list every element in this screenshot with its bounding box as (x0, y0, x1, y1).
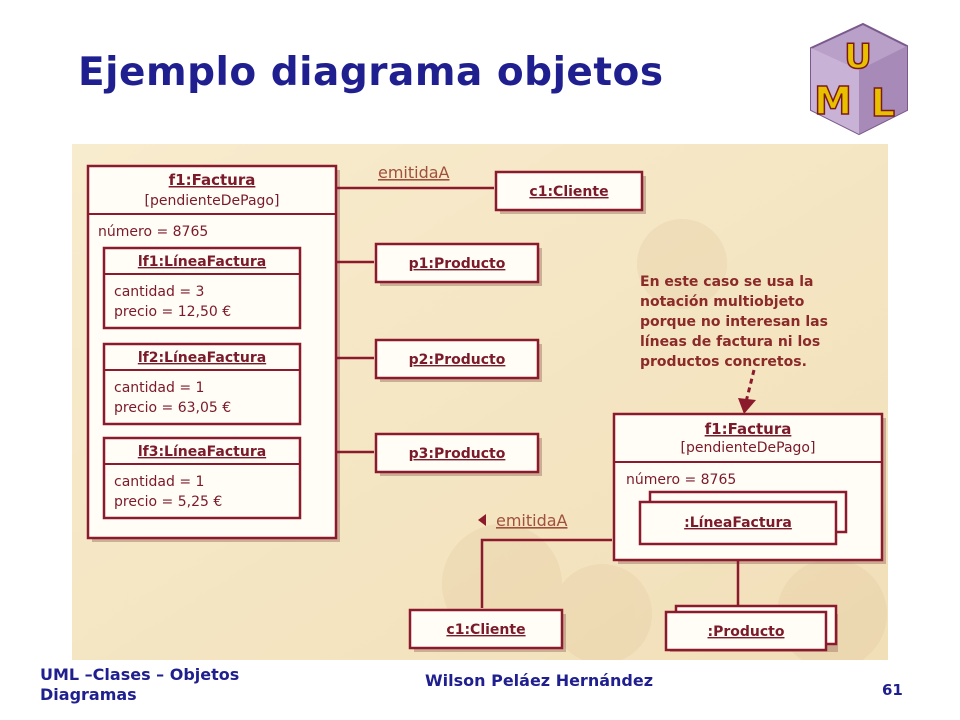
multiobjeto-lineafactura-name: :LíneaFactura (684, 515, 792, 531)
lineafactura-1-name: lf1:LíneaFactura (138, 254, 266, 270)
cliente-object: c1:Cliente (494, 170, 644, 212)
lineafactura-3-name: lf3:LíneaFactura (138, 444, 266, 460)
uml-logo: U M L (810, 22, 908, 136)
multiobjeto-lineafactura: :LíneaFactura (638, 490, 848, 546)
note-line-1: En este caso se usa la (640, 274, 813, 290)
logo-letter-m: M (814, 79, 852, 123)
explanation-note: En este caso se usa la notación multiobj… (640, 274, 828, 370)
link-multi-factura-cliente (480, 538, 612, 608)
lineafactura-3-precio: precio = 5,25 € (114, 494, 222, 510)
producto-3-name: p3:Producto (409, 446, 506, 462)
multiobjeto-producto: :Producto (664, 604, 838, 652)
factura-name: f1:Factura (169, 171, 256, 189)
lineafactura-2-precio: precio = 63,05 € (114, 400, 231, 416)
page-number: 61 (882, 681, 903, 699)
factura-numero: número = 8765 (98, 224, 208, 240)
producto-1-name: p1:Producto (409, 256, 506, 272)
lineafactura-2: lf2:LíneaFactura cantidad = 1 precio = 6… (102, 342, 302, 426)
cliente-2-name: c1:Cliente (446, 622, 525, 638)
lineafactura-2-cantidad: cantidad = 1 (114, 380, 204, 396)
emitida-direction-icon (478, 514, 486, 526)
note-pointer-arrow (744, 369, 756, 403)
footer-author: Wilson Peláez Hernández (425, 671, 654, 690)
factura-state: [pendienteDePago] (145, 193, 280, 209)
cliente-name: c1:Cliente (529, 184, 608, 200)
object-diagram: f1:Factura [pendienteDePago] número = 87… (72, 144, 888, 660)
lineafactura-3-cantidad: cantidad = 1 (114, 474, 204, 490)
producto-2-name: p2:Producto (409, 352, 506, 368)
factura-multi-state: [pendienteDePago] (681, 440, 816, 456)
logo-letter-u: U (844, 37, 872, 77)
note-line-4: líneas de factura ni los (640, 334, 820, 350)
lineafactura-1-cantidad: cantidad = 3 (114, 284, 204, 300)
emitida-label: emitidaA (378, 163, 450, 182)
slide-title: Ejemplo diagrama objetos (78, 50, 664, 95)
logo-letter-l: L (871, 81, 895, 125)
note-line-3: porque no interesan las (640, 314, 828, 330)
lineafactura-3: lf3:LíneaFactura cantidad = 1 precio = 5… (102, 436, 302, 520)
lineafactura-1: lf1:LíneaFactura cantidad = 3 precio = 1… (102, 246, 302, 330)
emitida-label-2: emitidaA (496, 511, 568, 530)
producto-3: p3:Producto (374, 432, 540, 474)
factura-multi-name: f1:Factura (705, 420, 792, 438)
cliente-2-object: c1:Cliente (408, 608, 564, 650)
factura-multi-numero: número = 8765 (626, 472, 736, 488)
producto-2: p2:Producto (374, 338, 540, 380)
note-line-5: productos concretos. (640, 354, 807, 370)
note-line-2: notación multiobjeto (640, 294, 805, 310)
producto-1: p1:Producto (374, 242, 540, 284)
lineafactura-1-precio: precio = 12,50 € (114, 304, 231, 320)
lineafactura-2-name: lf2:LíneaFactura (138, 350, 266, 366)
multiobjeto-producto-name: :Producto (708, 624, 785, 640)
note-arrowhead-icon (738, 398, 756, 414)
footer-course-title: UML –Clases – Objetos Diagramas (40, 665, 240, 704)
